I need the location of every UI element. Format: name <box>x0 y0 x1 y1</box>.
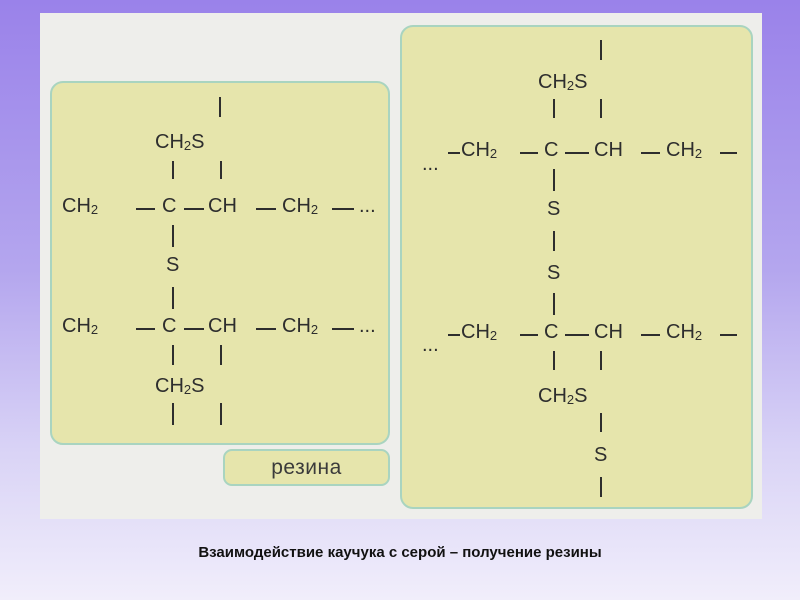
s-atom: S <box>547 262 561 284</box>
ch2s-group: CH2S <box>538 385 588 407</box>
ch2-group: CH2 <box>62 315 99 337</box>
bond-vertical <box>600 99 602 118</box>
c-atom: C <box>544 139 559 161</box>
s-atom: S <box>594 444 608 466</box>
ch-group: CH <box>594 321 623 343</box>
ch2s-group: CH2S <box>155 375 205 397</box>
slide-caption: Взаимодействие каучука с серой – получен… <box>198 544 602 561</box>
chain-dots: ... <box>422 334 439 356</box>
bond-vertical <box>219 97 221 117</box>
bond-horizontal <box>184 208 204 210</box>
ch2-group: CH2 <box>282 195 319 217</box>
bond-horizontal <box>565 152 589 154</box>
s-atom: S <box>166 254 180 276</box>
bond-vertical <box>553 99 555 118</box>
bond-horizontal <box>448 152 460 154</box>
bond-vertical <box>553 231 555 251</box>
chain-dots: ... <box>359 195 376 217</box>
slide-panel: CH2S CH2 C CH CH2 ... S CH2 C CH CH2 ...… <box>40 13 762 519</box>
bond-vertical <box>172 287 174 309</box>
bond-vertical <box>172 161 174 179</box>
ch-group: CH <box>594 139 623 161</box>
ch-group: CH <box>208 315 237 337</box>
ch2s-group: CH2S <box>155 131 205 153</box>
bond-horizontal <box>256 328 276 330</box>
chain-dots: ... <box>422 153 439 175</box>
bond-vertical <box>600 351 602 370</box>
ch2-group: CH2 <box>282 315 319 337</box>
bond-horizontal <box>184 328 204 330</box>
bond-horizontal <box>136 328 155 330</box>
bond-vertical <box>172 225 174 247</box>
bond-vertical <box>553 169 555 191</box>
left-structure-box: CH2S CH2 C CH CH2 ... S CH2 C CH CH2 ...… <box>50 81 390 445</box>
bond-horizontal <box>641 152 660 154</box>
ch2-group: CH2 <box>666 321 703 343</box>
bond-horizontal <box>520 334 538 336</box>
ch2-group: CH2 <box>461 321 498 343</box>
bond-vertical <box>600 413 602 432</box>
bond-horizontal <box>641 334 660 336</box>
bond-horizontal <box>332 208 354 210</box>
chain-dots: ... <box>359 315 376 337</box>
s-atom: S <box>547 198 561 220</box>
bond-horizontal <box>332 328 354 330</box>
bond-vertical <box>553 351 555 370</box>
bond-vertical <box>553 293 555 315</box>
bond-horizontal <box>136 208 155 210</box>
bond-vertical <box>220 403 222 425</box>
bond-vertical <box>600 477 602 497</box>
bond-vertical <box>172 345 174 365</box>
bond-horizontal <box>520 152 538 154</box>
bond-horizontal <box>565 334 589 336</box>
c-atom: C <box>162 195 177 217</box>
bond-horizontal <box>720 152 737 154</box>
bond-horizontal <box>720 334 737 336</box>
ch2-group: CH2 <box>461 139 498 161</box>
bond-vertical <box>172 403 174 425</box>
bond-horizontal <box>448 334 460 336</box>
bond-horizontal <box>256 208 276 210</box>
ch2-group: CH2 <box>666 139 703 161</box>
c-atom: C <box>544 321 559 343</box>
rezina-label: резина <box>223 449 390 486</box>
bond-vertical <box>220 161 222 179</box>
right-structure-box: CH2S ... CH2 C CH CH2 S S ... CH2 C CH C… <box>400 25 753 509</box>
bond-vertical <box>220 345 222 365</box>
c-atom: C <box>162 315 177 337</box>
ch-group: CH <box>208 195 237 217</box>
bond-vertical <box>600 40 602 60</box>
ch2s-group: CH2S <box>538 71 588 93</box>
ch2-group: CH2 <box>62 195 99 217</box>
